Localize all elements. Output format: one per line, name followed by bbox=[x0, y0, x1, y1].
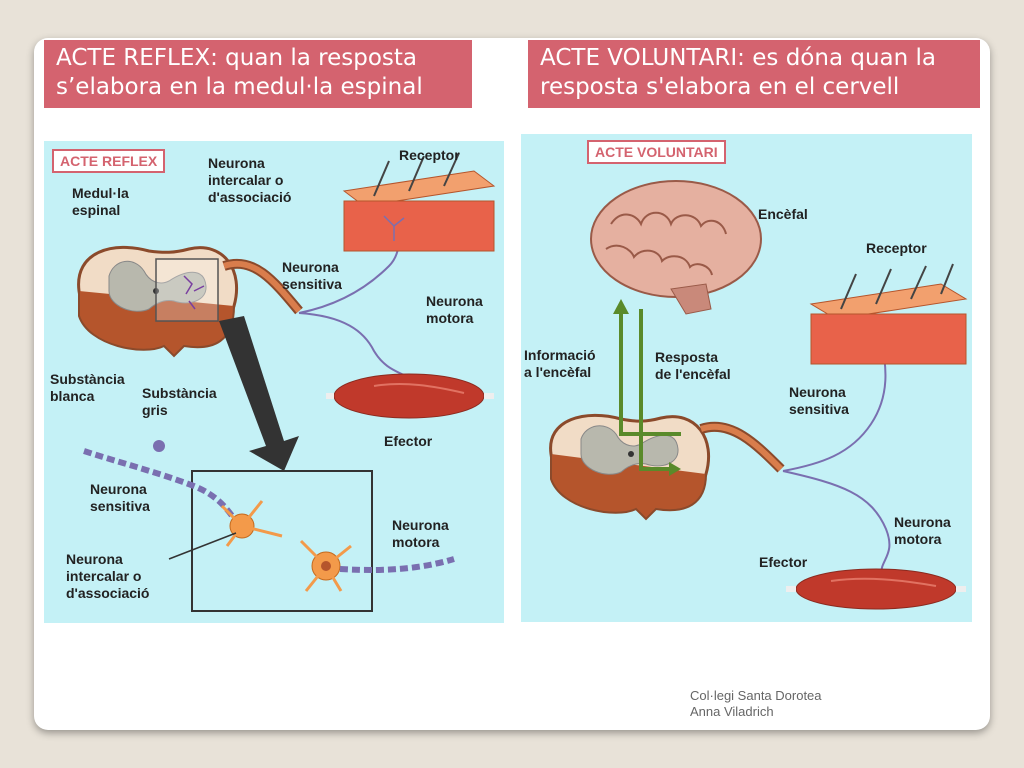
label-effector-left: Efector bbox=[384, 433, 433, 449]
spinal-cord-right bbox=[549, 413, 711, 521]
label-sensory-left-l1: Neurona bbox=[282, 259, 339, 275]
interneuron-cell bbox=[220, 500, 283, 547]
motor-neuron-cell bbox=[299, 539, 352, 592]
label-sensory-right-l1: Neurona bbox=[789, 384, 846, 400]
label-interneuron-l3: d'associació bbox=[208, 189, 292, 205]
voluntary-diagram: ACTE VOLUNTARI Encèfal Receptor Informac… bbox=[521, 134, 972, 622]
muscle-effector-right bbox=[786, 568, 966, 610]
title-reflex: ACTE REFLEX: quan la resposta s’elabora … bbox=[44, 40, 472, 108]
label-interneuron-l2: intercalar o bbox=[208, 172, 284, 188]
label-zoom-sensory-l2: sensitiva bbox=[90, 498, 150, 514]
skin-receptor-right bbox=[809, 263, 968, 365]
label-medulla-l1: Medul·la bbox=[72, 185, 129, 201]
label-brain: Encèfal bbox=[758, 206, 808, 222]
spinal-cord-left bbox=[77, 245, 239, 358]
label-motor-right-l1: Neurona bbox=[894, 514, 951, 530]
label-sensory-left-l2: sensitiva bbox=[282, 276, 342, 292]
label-zoom-sensory-l1: Neurona bbox=[90, 481, 147, 497]
reflex-illustration bbox=[77, 152, 496, 612]
zoom-box bbox=[191, 470, 373, 612]
label-sensory-right-l2: sensitiva bbox=[789, 401, 849, 417]
label-grey-l2: gris bbox=[142, 402, 168, 418]
label-zoom-inter-l2: intercalar o bbox=[66, 568, 142, 584]
voluntary-illustration bbox=[549, 180, 968, 610]
label-receptor-left: Receptor bbox=[399, 147, 460, 163]
label-white-l1: Substància bbox=[50, 371, 125, 387]
label-motor-left-l2: motora bbox=[426, 310, 474, 326]
label-grey-l1: Substància bbox=[142, 385, 217, 401]
label-zoom-motor-l2: motora bbox=[392, 534, 440, 550]
label-resp-l2: de l'encèfal bbox=[655, 366, 731, 382]
ascending-pathway bbox=[619, 309, 681, 436]
label-resp-l1: Resposta bbox=[655, 349, 719, 365]
label-zoom-motor-l1: Neurona bbox=[392, 517, 449, 533]
label-motor-left-l1: Neurona bbox=[426, 293, 483, 309]
brain bbox=[590, 180, 762, 315]
voluntary-tag: ACTE VOLUNTARI bbox=[587, 140, 726, 164]
label-info-l2: a l'encèfal bbox=[524, 364, 592, 380]
footer-credit: Col·legi Santa Dorotea Anna Viladrich bbox=[690, 688, 822, 720]
label-white-l2: blanca bbox=[50, 388, 95, 404]
label-effector-right: Efector bbox=[759, 554, 808, 570]
footer-author: Anna Viladrich bbox=[690, 704, 774, 719]
label-motor-right-l2: motora bbox=[894, 531, 942, 547]
label-interneuron-l1: Neurona bbox=[208, 155, 265, 171]
footer-school: Col·legi Santa Dorotea bbox=[690, 688, 822, 703]
skin-receptor-left bbox=[342, 152, 496, 252]
label-zoom-inter-l3: d'associació bbox=[66, 585, 150, 601]
label-zoom-inter-l1: Neurona bbox=[66, 551, 123, 567]
muscle-effector-left bbox=[326, 373, 494, 419]
label-info-l1: Informació bbox=[524, 347, 596, 363]
label-receptor-right: Receptor bbox=[866, 240, 927, 256]
descending-pathway bbox=[639, 309, 671, 471]
title-voluntary: ACTE VOLUNTARI: es dóna quan la resposta… bbox=[528, 40, 980, 108]
zoom-arrow bbox=[219, 316, 299, 471]
reflex-tag: ACTE REFLEX bbox=[52, 149, 166, 173]
label-medulla-l2: espinal bbox=[72, 202, 121, 218]
